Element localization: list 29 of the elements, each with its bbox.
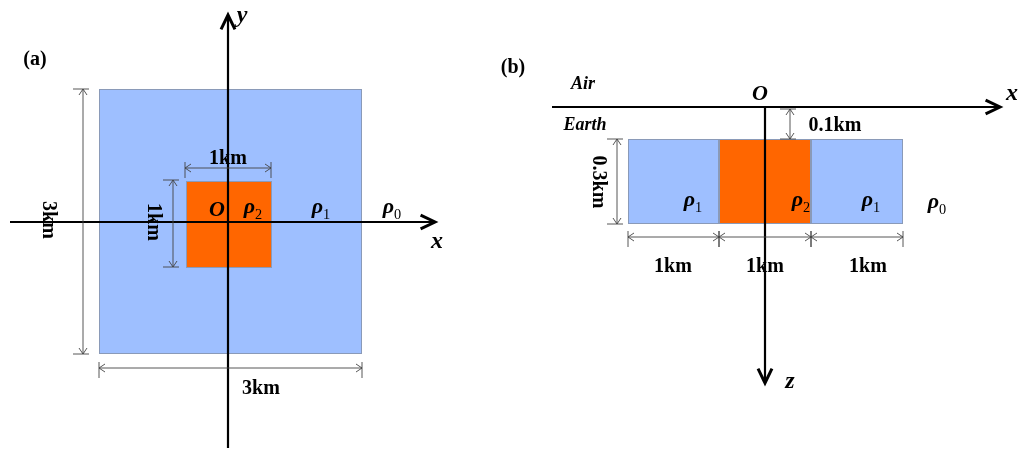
dimension-label: 3km (242, 377, 280, 397)
dimension-label: 1km (145, 203, 165, 241)
rho-label: ρ$_{1}$ (683, 188, 703, 214)
host-block (811, 139, 903, 224)
dimension-label: 3km (40, 201, 60, 239)
rho-label: ρ$_{1}$ (311, 195, 331, 221)
dimension-label: 1km (849, 255, 887, 275)
origin-label: O (209, 198, 225, 220)
dimension-label: 0.1km (808, 114, 862, 134)
host-block (99, 89, 362, 354)
anomaly-block (186, 181, 272, 268)
host-block (628, 139, 719, 224)
rho-label: ρ$_{2}$ (791, 188, 811, 214)
dimension-label: 1km (654, 255, 692, 275)
axis-label: x (431, 228, 443, 252)
rho-label: ρ$_{2}$ (243, 195, 263, 221)
dimension-label: 0.3km (590, 155, 610, 209)
axis-label: z (785, 368, 795, 392)
axis-label: y (236, 2, 248, 26)
anomaly-block (719, 139, 811, 224)
rho-label: ρ$_{0}$ (382, 195, 402, 221)
medium-label: Air (571, 74, 595, 92)
rho-label: ρ$_{0}$ (927, 190, 947, 216)
rho-label: ρ$_{1}$ (861, 188, 881, 214)
panel-label: (b) (500, 56, 526, 76)
panel-label: (a) (23, 48, 47, 68)
origin-label: O (752, 82, 768, 104)
medium-label: Earth (563, 115, 607, 133)
axis-label: x (1006, 80, 1018, 104)
